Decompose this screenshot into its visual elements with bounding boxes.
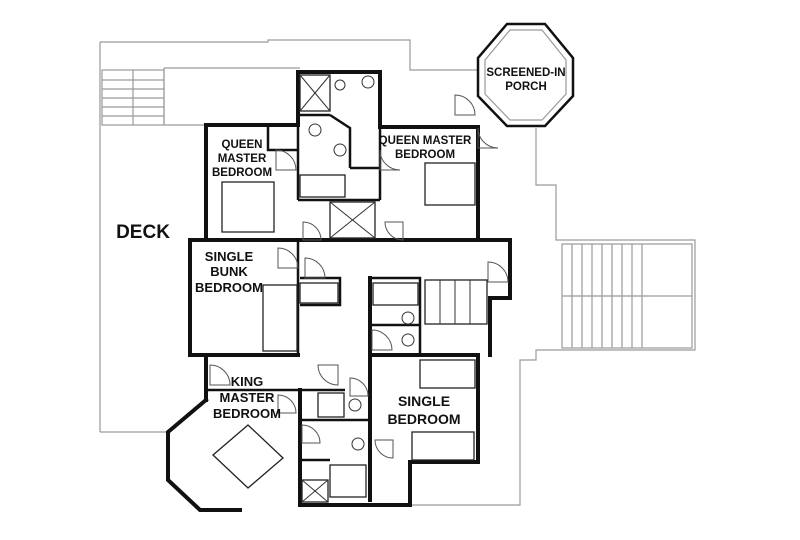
porch-label-line2: PORCH (505, 81, 547, 93)
bunk-label-line1: SINGLE (205, 249, 254, 264)
sink-3 (401, 333, 415, 347)
bunk-label-line2: BUNK (210, 264, 248, 279)
deck-outline (99, 39, 696, 506)
deck-label: DECK (116, 222, 170, 243)
tub-lower (329, 464, 367, 498)
queen-right-label-line2: BEDROOM (395, 149, 455, 161)
room-labels: DECK SCREENED-IN PORCH QUEEN MASTER BEDR… (116, 67, 566, 427)
bunk-label-line3: BEDROOM (195, 280, 263, 295)
single-label-line2: BEDROOM (387, 411, 460, 427)
sink-1 (361, 75, 375, 89)
sink-2 (333, 143, 347, 157)
stair-interior (424, 279, 488, 325)
queen-right-bed (424, 162, 476, 206)
single-label-line1: SINGLE (398, 393, 450, 409)
tub-middle (372, 282, 419, 306)
fixtures (212, 74, 488, 503)
left-stairs (101, 69, 165, 126)
toilet-3 (401, 311, 415, 325)
queen-right-label-line1: QUEEN MASTER (379, 135, 472, 147)
porch-label-line1: SCREENED-IN (486, 67, 565, 79)
king-label-line1: KING (231, 374, 264, 389)
toilet-4 (348, 398, 362, 412)
toilet-1 (334, 79, 346, 91)
right-stairs (561, 243, 693, 349)
single-bed-top (419, 359, 476, 389)
queen-left-bed (221, 181, 275, 233)
sink-4 (351, 437, 365, 451)
tub-upper (299, 174, 346, 198)
king-label-line2: MASTER (220, 390, 276, 405)
closet-king (317, 392, 345, 418)
queen-left-label-line3: BEDROOM (212, 167, 272, 179)
toilet-2 (308, 123, 322, 137)
screened-porch (476, 22, 575, 128)
king-label-line3: BEDROOM (213, 406, 281, 421)
doors (209, 94, 509, 459)
king-bed (212, 424, 284, 489)
queen-left-label-line1: QUEEN (222, 139, 263, 151)
single-bed-bottom (411, 431, 475, 461)
bunk-bed (262, 284, 298, 352)
closet-bunk (299, 282, 339, 304)
queen-left-label-line2: MASTER (218, 153, 267, 165)
